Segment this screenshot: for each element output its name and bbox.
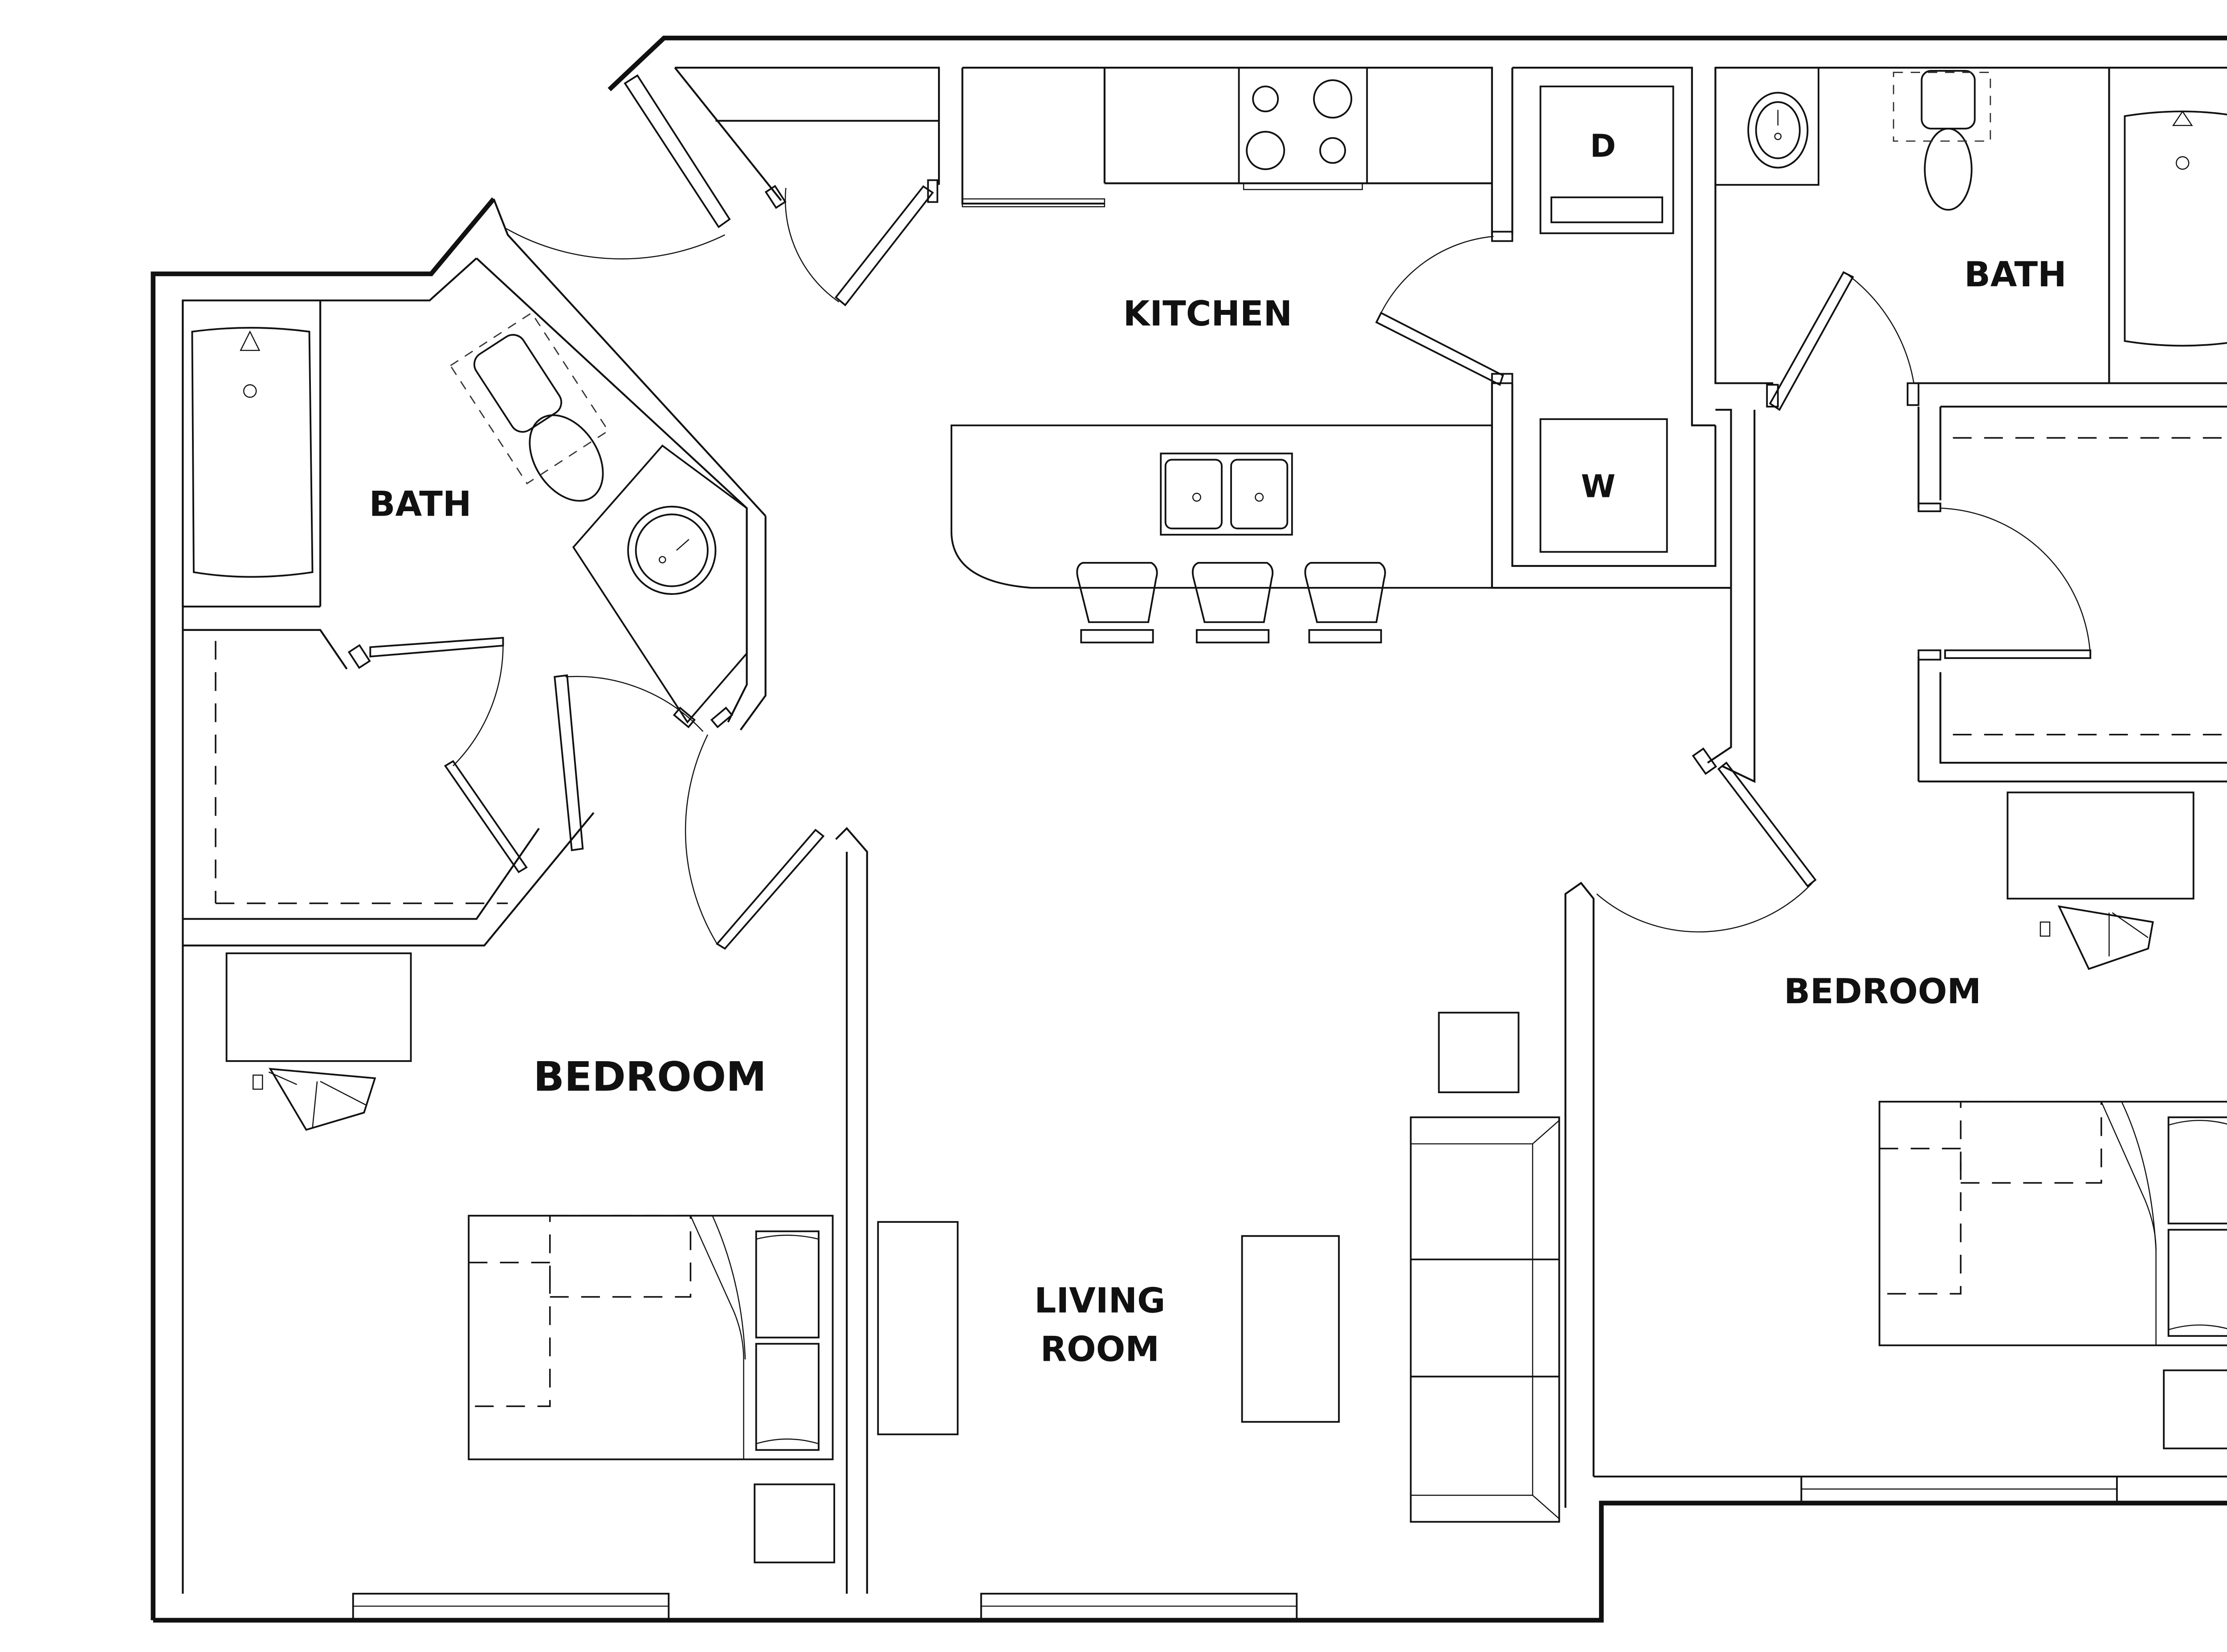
right-sink: [1747, 92, 1809, 169]
living-room-furniture: [877, 1012, 1560, 1523]
room-labels: KITCHEN BATH BATH BEDROOM BEDROOM LIVING…: [369, 128, 2067, 1369]
laundry-door[interactable]: [1375, 236, 1504, 386]
left-toilet: [449, 312, 609, 502]
right-bedroom-label: BEDROOM: [1784, 972, 1981, 1012]
right-bath-door[interactable]: [1766, 271, 1920, 411]
pantry-door[interactable]: [784, 179, 938, 306]
left-bedroom-label: BEDROOM: [533, 1053, 766, 1101]
living-room-label-line1: LIVING: [1034, 1281, 1165, 1321]
left-closet: [183, 629, 595, 947]
right-toilet: [1893, 70, 1991, 211]
right-bedroom-furniture: [1878, 791, 2227, 1449]
right-bath-label: BATH: [1964, 255, 2067, 295]
right-bathroom: [1714, 67, 2227, 347]
kitchen-label: KITCHEN: [1123, 294, 1293, 334]
right-desk: [2007, 791, 2194, 900]
exterior-walls: [151, 36, 2227, 1623]
washer: [1539, 418, 1668, 553]
left-bathroom: [182, 198, 767, 731]
windows: [352, 1476, 2118, 1621]
living-room-label-line2: ROOM: [1040, 1329, 1159, 1369]
right-closet-door[interactable]: [1917, 502, 2092, 661]
tv-console: [877, 1221, 959, 1436]
dryer-label: D: [1590, 128, 1616, 164]
left-sink: [627, 505, 717, 595]
dryer: [1539, 85, 1674, 234]
side-table: [1438, 1012, 1520, 1093]
washer-label: W: [1581, 468, 1615, 505]
left-bedroom-door[interactable]: [685, 734, 868, 1594]
right-bedroom-door[interactable]: [1596, 747, 1817, 932]
left-pillow: [755, 1230, 820, 1339]
kitchen-sink: [1160, 452, 1293, 536]
kitchen-counters: [674, 66, 1493, 235]
right-nightstand: [2163, 1369, 2227, 1449]
left-bath-door[interactable]: [554, 674, 734, 851]
right-wing-walls: [1564, 66, 2227, 1508]
right-pillow: [2167, 1229, 2227, 1337]
coffee-table: [1241, 1235, 1340, 1423]
entry-door[interactable]: [506, 74, 787, 260]
right-desk-chair: [2039, 905, 2154, 970]
sofa: [1410, 1116, 1560, 1523]
left-bathtub: [191, 327, 314, 578]
kitchen-island: [950, 424, 1493, 643]
left-desk: [225, 952, 412, 1062]
left-bath-label: BATH: [369, 484, 472, 525]
left-desk-chair: [253, 1068, 376, 1131]
right-pillow: [2167, 1116, 2227, 1225]
left-pillow: [755, 1343, 820, 1451]
right-bathtub: [2124, 110, 2227, 347]
range-stove: [1238, 67, 1368, 184]
left-bedroom-furniture: [225, 952, 836, 1563]
left-nightstand: [754, 1483, 836, 1563]
